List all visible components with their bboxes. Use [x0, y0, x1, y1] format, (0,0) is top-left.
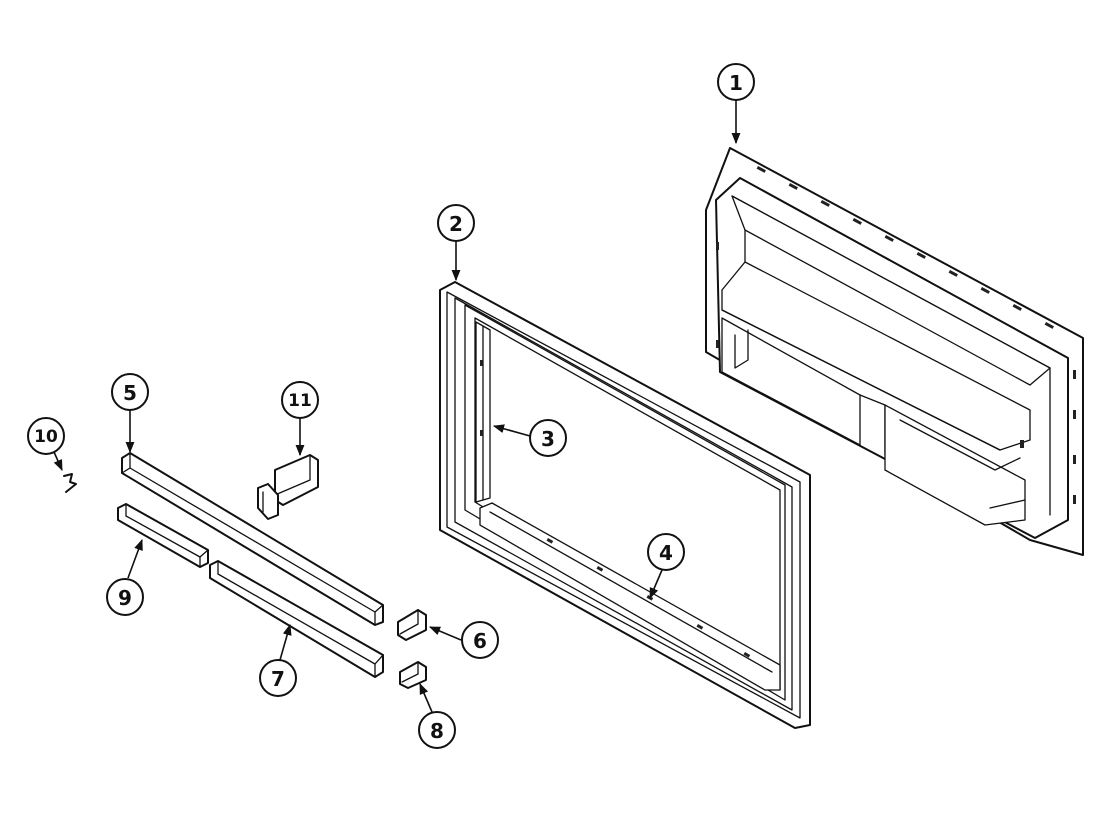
callout-5: 5: [111, 373, 149, 411]
part-11-bracket: [257, 454, 319, 520]
callout-9: 9: [106, 578, 144, 616]
part-7-trim-strip-right: [209, 560, 384, 678]
callout-6-label: 6: [473, 629, 487, 653]
part-2-door-gasket: [439, 281, 811, 729]
part-3-breaker-strip-left: [475, 321, 491, 503]
part-6-end-cap: [397, 609, 427, 641]
callout-9-label: 9: [118, 586, 132, 610]
callout-7: 7: [259, 659, 297, 697]
part-9-trim-strip-left: [117, 503, 209, 568]
callout-8-label: 8: [430, 719, 444, 743]
part-4-breaker-strip-bottom: [479, 502, 781, 691]
part-1-door-liner: [705, 147, 1084, 556]
callout-3-label: 3: [541, 427, 555, 451]
callout-4: 4: [647, 533, 685, 571]
callout-7-label: 7: [271, 667, 285, 691]
callout-11: 11: [281, 381, 319, 419]
callout-4-label: 4: [659, 541, 673, 565]
callout-6: 6: [461, 621, 499, 659]
callout-2-label: 2: [449, 212, 463, 236]
callout-1: 1: [717, 63, 755, 101]
callout-10: 10: [27, 417, 65, 455]
callout-3: 3: [529, 419, 567, 457]
flange-slots: [716, 165, 1076, 504]
callout-5-label: 5: [123, 381, 137, 405]
callout-2: 2: [437, 204, 475, 242]
callout-1-label: 1: [729, 71, 743, 95]
callout-8: 8: [418, 711, 456, 749]
leader-lines: [53, 100, 741, 713]
part-8-end-cap: [399, 661, 427, 689]
callout-10-label: 10: [34, 427, 58, 447]
part-10-clip: [63, 473, 77, 493]
callout-11-label: 11: [288, 391, 312, 411]
